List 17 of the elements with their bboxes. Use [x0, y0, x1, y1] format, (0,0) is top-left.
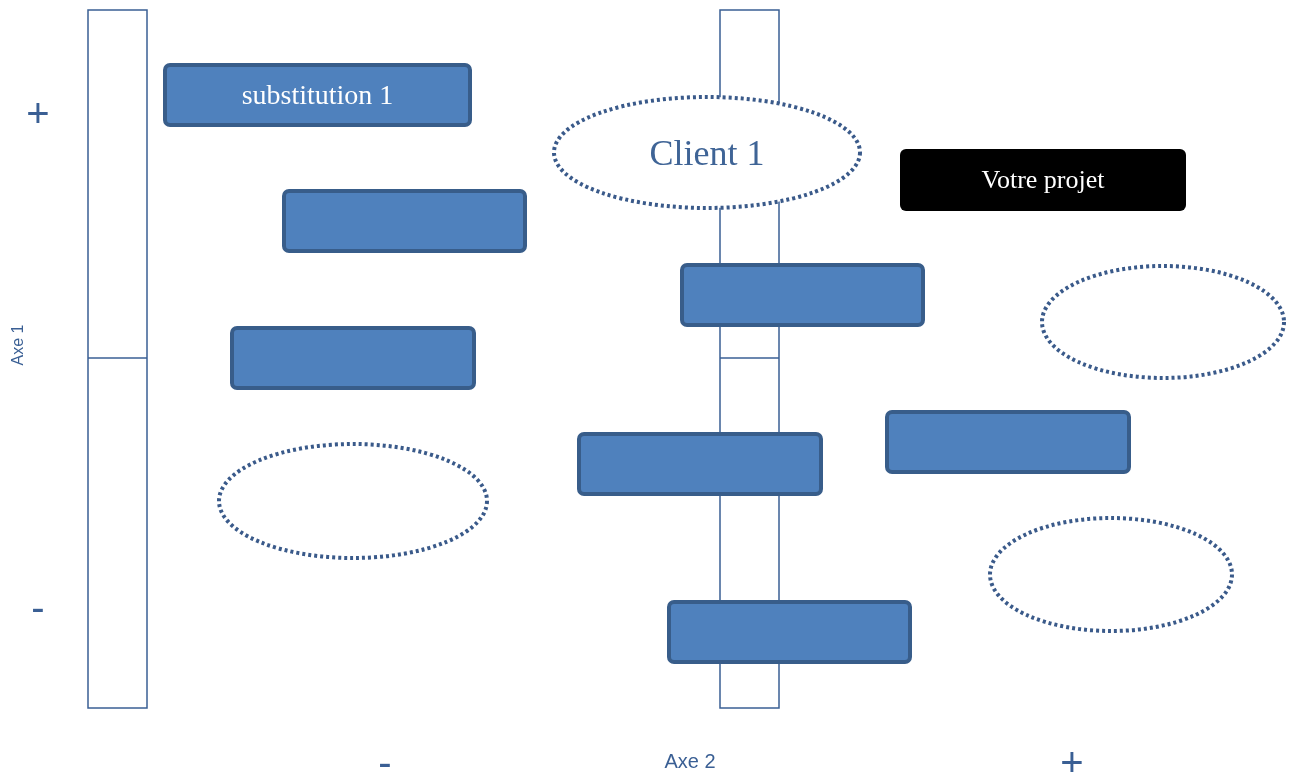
- highlight-box: [900, 149, 1186, 211]
- box-label: Votre projet: [981, 165, 1105, 195]
- process-box: [680, 263, 925, 327]
- process-box: [163, 63, 472, 127]
- axis-sign: -: [31, 587, 45, 627]
- axis-sign: +: [26, 93, 50, 133]
- process-box: [667, 600, 912, 664]
- axis-sign: +: [1060, 742, 1084, 778]
- axis-sign: -: [378, 742, 392, 778]
- process-box: [577, 432, 823, 496]
- axis-title: Axe 1: [10, 324, 26, 366]
- box-label: substitution 1: [241, 79, 394, 111]
- process-box: [885, 410, 1131, 474]
- axis-title: Axe 2: [664, 751, 716, 771]
- process-box: [230, 326, 476, 390]
- process-box: [282, 189, 527, 253]
- ellipse-label: Client 1: [649, 131, 765, 174]
